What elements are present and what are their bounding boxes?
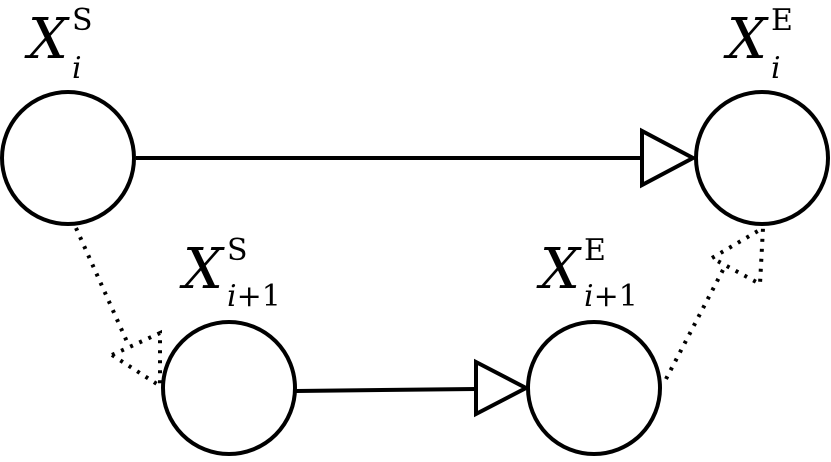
edge-xs-i1-to-xe-i1: [295, 387, 477, 393]
label-xs-i1: X S i+1: [179, 233, 281, 314]
label-main: X: [536, 237, 582, 302]
label-subscript: i: [72, 51, 82, 86]
label-superscript: S: [227, 233, 248, 268]
node-xs-i1: [161, 320, 297, 456]
label-superscript: E: [584, 233, 606, 268]
label-main: X: [723, 7, 769, 72]
arrowhead-xs-i-to-xe-i: [640, 127, 698, 189]
label-subscript: i: [771, 51, 781, 86]
label-subscript: i+1: [227, 279, 281, 314]
arrowhead-xs-i-to-xs-i1: [110, 329, 162, 390]
arrowhead-xs-i1-to-xe-i1: [474, 358, 531, 418]
label-superscript: E: [771, 3, 793, 38]
node-xe-i: [694, 90, 830, 226]
label-main: X: [179, 237, 225, 302]
label-superscript: S: [72, 3, 93, 38]
node-xs-i: [0, 90, 136, 226]
edge-xe-i1-to-xe-i: [664, 267, 726, 380]
arrowhead-xe-i1-to-xe-i: [710, 224, 766, 288]
label-xe-i: X E i: [723, 3, 793, 86]
label-xe-i1: X E i+1: [536, 233, 638, 314]
label-subscript: i+1: [584, 279, 638, 314]
label-xs-i: X S i: [24, 3, 93, 86]
label-main: X: [24, 7, 70, 72]
edge-xs-i-to-xs-i1: [74, 227, 130, 345]
node-xe-i1: [526, 320, 662, 456]
